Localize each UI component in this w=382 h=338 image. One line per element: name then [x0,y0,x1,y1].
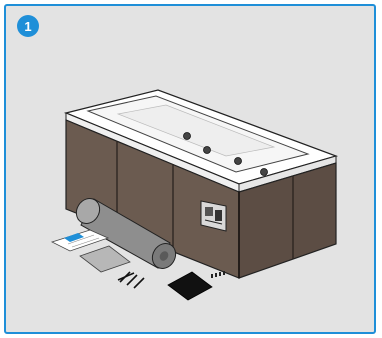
whirlpool-jet-icon [184,133,191,140]
tub-installation-illustration [6,6,374,332]
whirlpool-jet-icon [261,169,268,176]
instruction-step-panel: 1 [4,4,376,334]
black-foam-pad [168,272,212,300]
whirlpool-jet-icon [204,147,211,154]
screws-icon [118,272,144,288]
whirlpool-jet-icon [235,158,242,165]
template-sheet [80,246,130,272]
